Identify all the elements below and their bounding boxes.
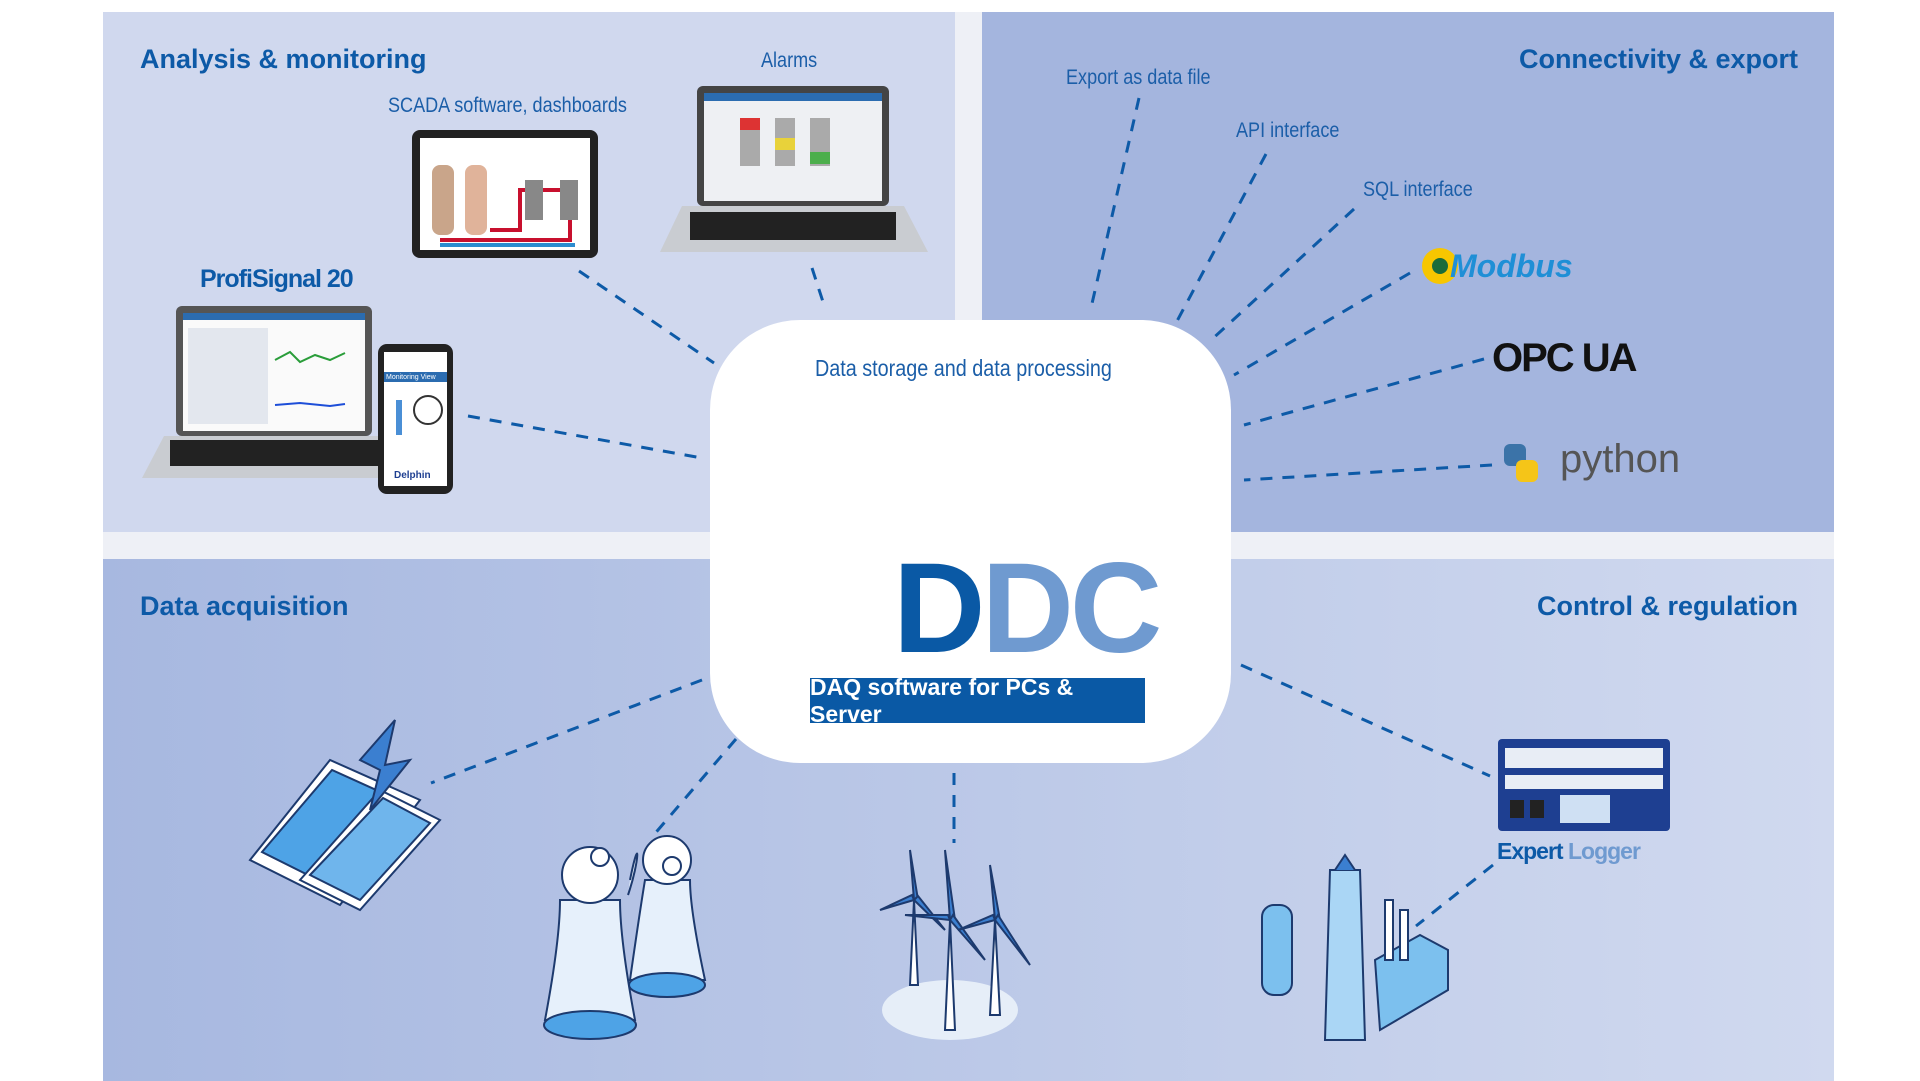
solar-panel-illustration [248, 719, 442, 912]
line-opcua [1243, 357, 1485, 427]
section-analysis: Analysis & monitoring [140, 44, 427, 74]
line-cooling [650, 738, 738, 838]
daq-banner: DAQ software for PCs & Server [810, 674, 1145, 727]
label-export: Export as data file [1066, 66, 1211, 89]
phone-title: Monitoring View [386, 374, 436, 381]
python-logo-icon [1504, 444, 1538, 482]
line-api [1174, 153, 1268, 324]
label-alarms: Alarms [761, 49, 818, 72]
line-sql [1207, 207, 1356, 344]
label-sql: SQL interface [1363, 178, 1473, 201]
label-api: API interface [1236, 119, 1340, 142]
phone-brand: Delphin [394, 470, 431, 481]
label-scada: SCADA software, dashboards [388, 94, 627, 117]
expert-text: Expert [1497, 838, 1564, 864]
modbus-logo-icon [1422, 248, 1458, 284]
logo-d: D [893, 537, 985, 680]
cooling-tower-illustration [543, 835, 707, 1040]
expert-logger-logo: Expert Logger [1497, 838, 1641, 865]
alarms-laptop-illustration [660, 86, 928, 252]
section-acquisition: Data acquisition [140, 591, 349, 621]
section-connectivity: Connectivity & export [1518, 44, 1798, 74]
opcua-logo: OPC UA [1492, 336, 1638, 380]
line-export [1089, 97, 1141, 309]
profisignal-logo: ProfiSignal 20 [200, 265, 354, 293]
python-logo: python [1560, 437, 1681, 481]
line-expert [1240, 663, 1491, 778]
center-subtitle: Data storage and data processing [815, 355, 1112, 381]
expert-logger-device-illustration [1498, 739, 1670, 831]
line-solar [430, 678, 703, 785]
logo-dc: DC [981, 537, 1162, 680]
section-control: Control & regulation [1537, 591, 1798, 621]
ddc-logo: DDC [893, 545, 1162, 673]
line-alarms [810, 267, 827, 309]
profisignal-laptop-illustration [142, 306, 453, 494]
line-laptop [467, 414, 703, 460]
factory-illustration [1261, 853, 1449, 1041]
logger-text: Logger [1567, 838, 1641, 864]
line-python [1243, 463, 1493, 482]
wind-turbine-illustration [879, 849, 1031, 1040]
line-modbus [1233, 271, 1411, 377]
modbus-logo: Modbus [1450, 248, 1573, 284]
scada-tablet-illustration [412, 130, 598, 258]
line-scada [578, 269, 715, 365]
line-factory [1415, 863, 1494, 928]
